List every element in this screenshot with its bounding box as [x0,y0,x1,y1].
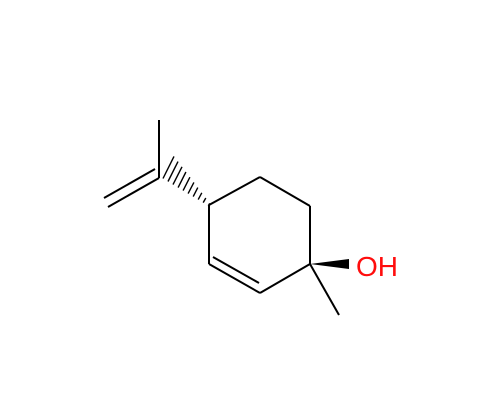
bond-ring-c5-c6 [259,176,311,207]
bond-ring-c2-c3-double-inner [212,256,260,284]
bond-double-vinyl-inner [103,168,156,199]
bond-ring-c2-c3-double-outer [208,263,261,294]
bond-double-vinyl-outer [107,177,160,208]
hydroxyl-label: OH [356,251,398,282]
hashed-wedge-bond [162,156,211,207]
bond-methyl-c1 [309,263,340,316]
bond-ring-c4-c5 [208,176,261,206]
solid-wedge-bond [310,259,349,269]
bond-ring-c1-c2 [259,263,311,294]
